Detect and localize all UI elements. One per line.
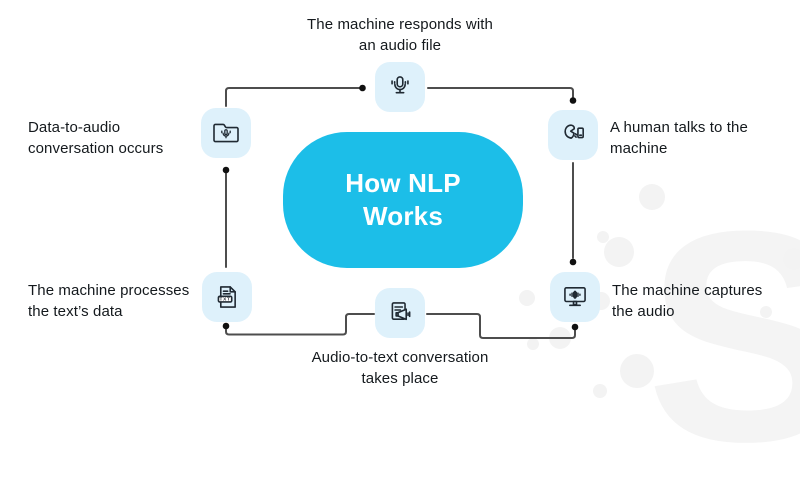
page-title: Works (363, 201, 443, 231)
node-data-to-audio-icon-box (201, 108, 251, 158)
label-line: conversation occurs (28, 140, 164, 157)
label-line: the text’s data (28, 303, 123, 320)
label-respond: The machine responds with an audio file (0, 14, 800, 56)
label-line: the audio (612, 303, 675, 320)
label-line: A human talks to the (610, 119, 748, 136)
label-data-to-audio: Data-to-audio conversation occurs (28, 117, 163, 159)
label-capture: The machine captures the audio (612, 280, 762, 322)
label-line: takes place (361, 370, 439, 387)
connector-lines (225, 87, 576, 339)
label-line: Audio-to-text conversation (311, 349, 489, 366)
microphone-icon (391, 76, 409, 94)
document-speaker-icon (391, 302, 411, 321)
diagram-canvas: S (0, 14, 800, 486)
label-line: The machine processes (28, 282, 190, 299)
node-audio-to-text-icon-box (375, 288, 425, 338)
label-line: an audio file (358, 37, 442, 54)
page-title: How NLP (345, 168, 461, 198)
label-line: Data-to-audio (28, 119, 121, 136)
label-line: The machine captures (612, 282, 763, 299)
monitor-audio-icon (564, 286, 586, 307)
human-talks-icon (564, 124, 584, 139)
label-line: The machine responds with (307, 16, 493, 33)
label-human: A human talks to the machine (610, 117, 748, 159)
label-audio-to-text: Audio-to-text conversation takes place (0, 347, 800, 389)
connector-lines-layer (222, 84, 800, 398)
txt-badge-text: TXT (220, 297, 231, 302)
txt-file-icon: TXT (217, 286, 236, 308)
node-human-icon-box (548, 110, 598, 160)
connector-dots (222, 84, 579, 331)
folder-audio-icon (213, 123, 239, 143)
watermark-dots (519, 184, 800, 398)
center-title-box: How NLP Works (283, 132, 523, 268)
label-line: machine (610, 140, 668, 157)
node-process-icon-box: TXT (202, 272, 252, 322)
node-capture-icon-box (550, 272, 600, 322)
label-process: The machine processes the text’s data (28, 280, 189, 322)
node-respond-icon-box (375, 62, 425, 112)
